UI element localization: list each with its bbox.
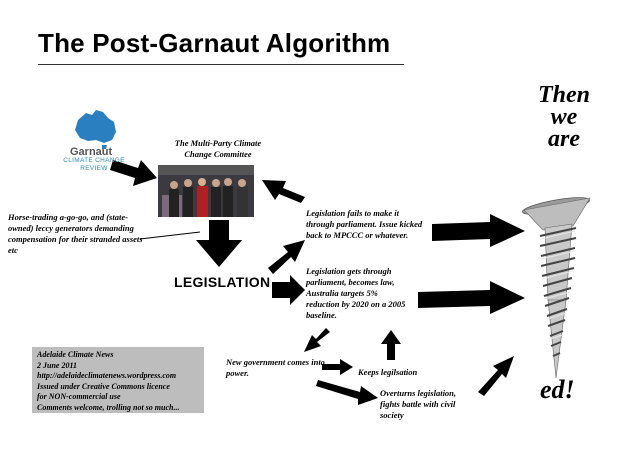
arrow-legislation-to-fails bbox=[268, 240, 305, 274]
info-box: Adelaide Climate News 2 June 2011 http:/… bbox=[32, 347, 204, 413]
arrow-keeps-up bbox=[381, 330, 401, 360]
new-government-text: New government comes into power. bbox=[226, 357, 325, 378]
legislation-gets-text: Legislation gets through parliament, bec… bbox=[306, 266, 406, 320]
arrow-gets-to-screw bbox=[418, 281, 525, 314]
overturns-legislation-text: Overturns legislation, fights battle wit… bbox=[380, 388, 457, 420]
legislation-label: LEGISLATION bbox=[174, 274, 271, 290]
garnaut-logo-subtitle: CLIMATE CHANGE REVIEW bbox=[63, 157, 125, 172]
screw-icon bbox=[522, 197, 591, 379]
horse-trading-text: Horse-trading a-go-go, and (state-owned)… bbox=[8, 212, 143, 255]
arrow-committee-to-legislation bbox=[196, 220, 242, 267]
keeps-legislation-text: Keeps legilsation bbox=[358, 367, 418, 377]
connector-line bbox=[139, 231, 201, 240]
info-line: 2 June 2011 bbox=[37, 360, 78, 370]
arrow-legislation-to-gets bbox=[272, 275, 305, 305]
arrow-gets-to-new-government bbox=[304, 328, 330, 352]
info-link[interactable]: http://adelaideclimatenews.wordpress.com bbox=[37, 371, 177, 380]
committee-caption: The Multi-Party Climate Change Committee bbox=[174, 138, 262, 159]
committee-photo bbox=[158, 165, 254, 217]
info-line: Issued under Creative Commons licence bbox=[37, 381, 170, 391]
info-line: Comments welcome, trolling not so much..… bbox=[37, 402, 180, 412]
ed-text: ed! bbox=[540, 375, 575, 404]
page-title: The Post-Garnaut Algorithm bbox=[38, 28, 391, 58]
arrow-new-government-to-keeps bbox=[322, 359, 353, 375]
info-line: for NON-commercial use bbox=[37, 392, 121, 401]
arrow-fails-to-screw bbox=[432, 214, 525, 247]
legislation-fails-text: Legislation fails to make it through par… bbox=[306, 208, 423, 240]
arrow-fails-to-committee bbox=[262, 180, 305, 203]
info-line: Adelaide Climate News bbox=[37, 350, 114, 359]
arrow-new-government-to-overturns bbox=[316, 380, 378, 405]
title-underline bbox=[38, 64, 404, 65]
garnaut-logo-text: Garnaut bbox=[70, 146, 113, 158]
arrow-garnaut-to-committee bbox=[110, 160, 157, 186]
then-we-are-text: Then we are bbox=[537, 82, 590, 152]
arrow-to-screw-bottom bbox=[478, 356, 514, 396]
australia-map-icon bbox=[75, 110, 116, 149]
